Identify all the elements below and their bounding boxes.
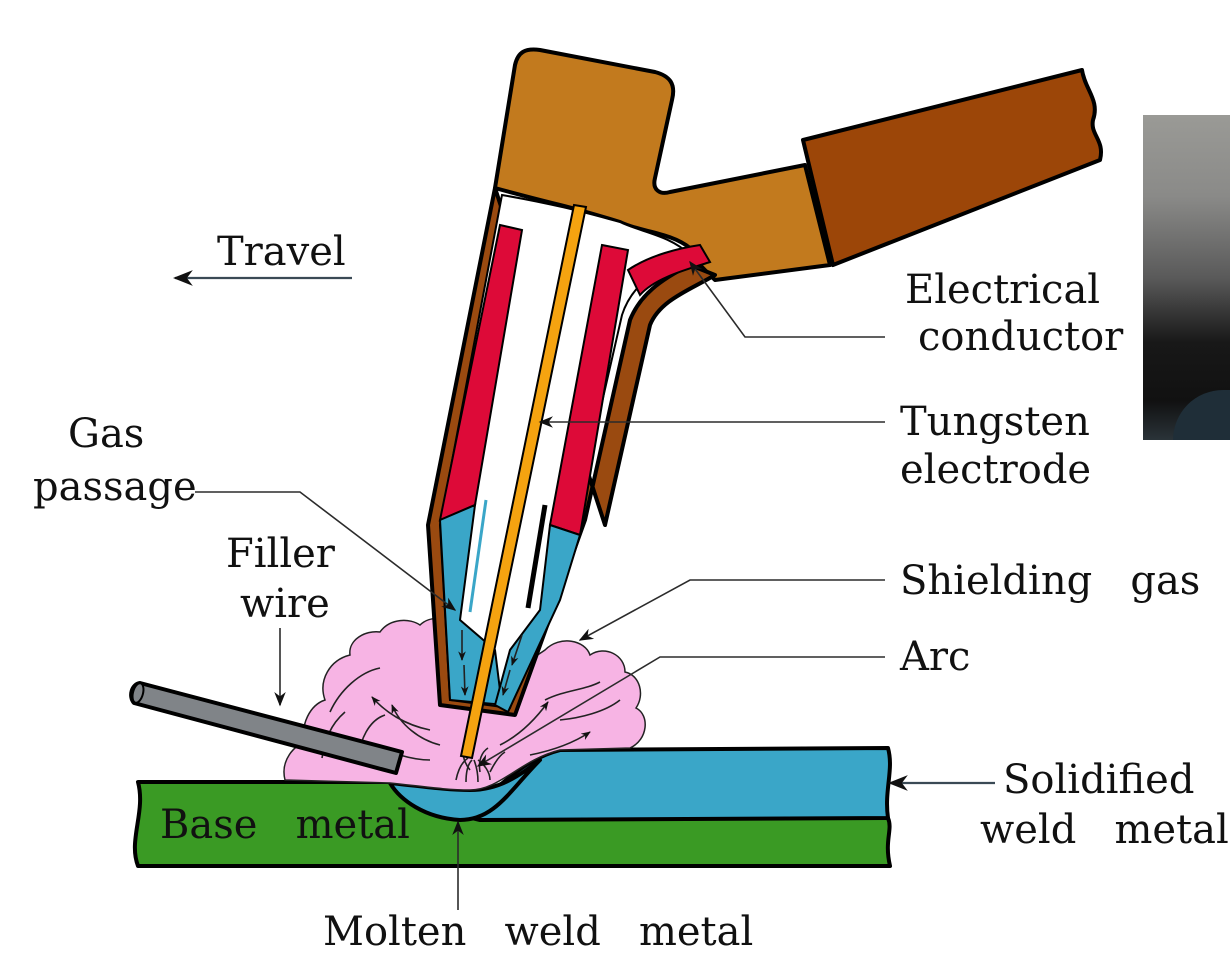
collet-line [468, 499, 488, 613]
label-gas-passage-1: Gas [68, 411, 144, 457]
label-tungsten-1: Tungsten [900, 399, 1090, 445]
leader-lines [173, 260, 995, 910]
label-tungsten-2: electrode [900, 447, 1091, 493]
label-electrical-2: conductor [918, 314, 1124, 360]
gas-flow-lines [321, 667, 621, 773]
label-filler-wire-2: wire [240, 581, 330, 627]
power-cable [801, 68, 1104, 267]
gas-passage-leader [195, 491, 457, 611]
label-molten-weld: Molten weld metal [323, 909, 753, 955]
label-solidified-1: Solidified [1003, 757, 1194, 803]
label-arc: Arc [899, 634, 970, 680]
label-filler-wire-1: Filler [226, 531, 336, 577]
label-base-metal: Base metal [160, 802, 410, 848]
collet-line-dark [525, 504, 548, 609]
arc-leader [476, 656, 885, 767]
electrical-conductor-leader [689, 260, 885, 338]
person-silhouette [1173, 390, 1230, 440]
webcam-thumbnail [1143, 115, 1230, 440]
label-shielding-gas: Shielding gas [900, 558, 1200, 604]
shielding-gas-leader [578, 579, 885, 641]
gas-passage-arrows [458, 630, 523, 696]
label-electrical-1: Electrical [905, 267, 1100, 313]
label-travel: Travel [217, 229, 346, 275]
tungsten-electrode [459, 203, 588, 760]
conductor-red [626, 243, 712, 297]
label-gas-passage-2: passage [33, 464, 197, 510]
label-solidified-2: weld metal [980, 807, 1229, 853]
